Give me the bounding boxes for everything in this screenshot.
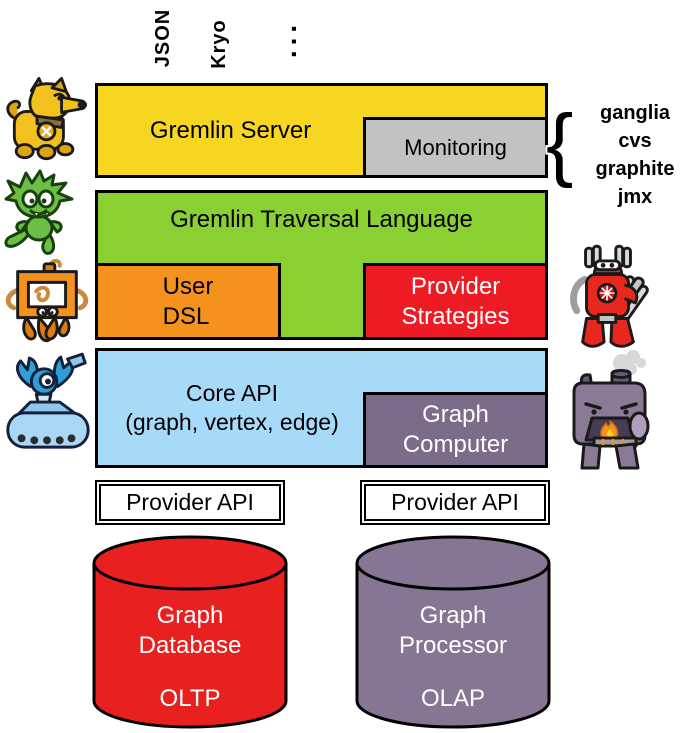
red-robot-mascot-icon xyxy=(570,244,649,348)
oltp-subtitle: OLTP xyxy=(159,685,221,712)
blue-tank-mascot-icon xyxy=(6,352,90,449)
provider-api-box-left: Provider API xyxy=(94,479,286,526)
serializer-label-json: JSON xyxy=(151,8,174,68)
oltp-cylinder xyxy=(92,535,288,729)
tool-jmx: jmx xyxy=(617,186,653,208)
monitoring-tools-brace: { xyxy=(546,98,574,189)
layer-user-dsl: User DSL xyxy=(95,263,281,340)
provider-strategies-label: Provider Strategies xyxy=(401,272,510,330)
monitoring-label: Monitoring xyxy=(404,134,507,160)
olap-title: Graph Processor xyxy=(398,602,508,659)
serializer-label-ellipsis: ... xyxy=(271,19,302,59)
olap-subtitle: OLAP xyxy=(420,685,486,712)
layer-monitoring: Monitoring xyxy=(363,117,548,178)
monitoring-tools-list: ganglia cvs graphite jmx xyxy=(584,99,685,211)
orange-frame-mascot-icon xyxy=(5,258,89,343)
oltp-title: Graph Database xyxy=(138,602,242,659)
provider-api-box-right: Provider API xyxy=(359,479,551,526)
layer-provider-strategies: Provider Strategies xyxy=(363,263,548,340)
yellow-dog-mascot-icon xyxy=(6,76,88,161)
gremlin-server-label: Gremlin Server xyxy=(149,116,312,144)
tool-graphite: graphite xyxy=(595,158,675,180)
provider-api-left-label: Provider API xyxy=(126,489,254,515)
layer-graph-computer: Graph Computer xyxy=(363,392,548,468)
green-gremlin-mascot-icon xyxy=(4,169,74,255)
graph-computer-label: Graph Computer xyxy=(402,401,509,458)
olap-cylinder xyxy=(355,535,551,729)
core-api-label: Core API (graph, vertex, edge) xyxy=(125,380,339,435)
provider-api-right-label: Provider API xyxy=(391,489,519,515)
tool-ganglia: ganglia xyxy=(599,102,670,124)
serializer-label-kryo: Kryo xyxy=(207,19,230,69)
purple-furnace-mascot-icon xyxy=(572,350,650,470)
tool-cvs: cvs xyxy=(618,130,652,152)
user-dsl-label: User DSL xyxy=(162,272,214,330)
gremlin-traversal-language-label: Gremlin Traversal Language xyxy=(170,206,473,233)
